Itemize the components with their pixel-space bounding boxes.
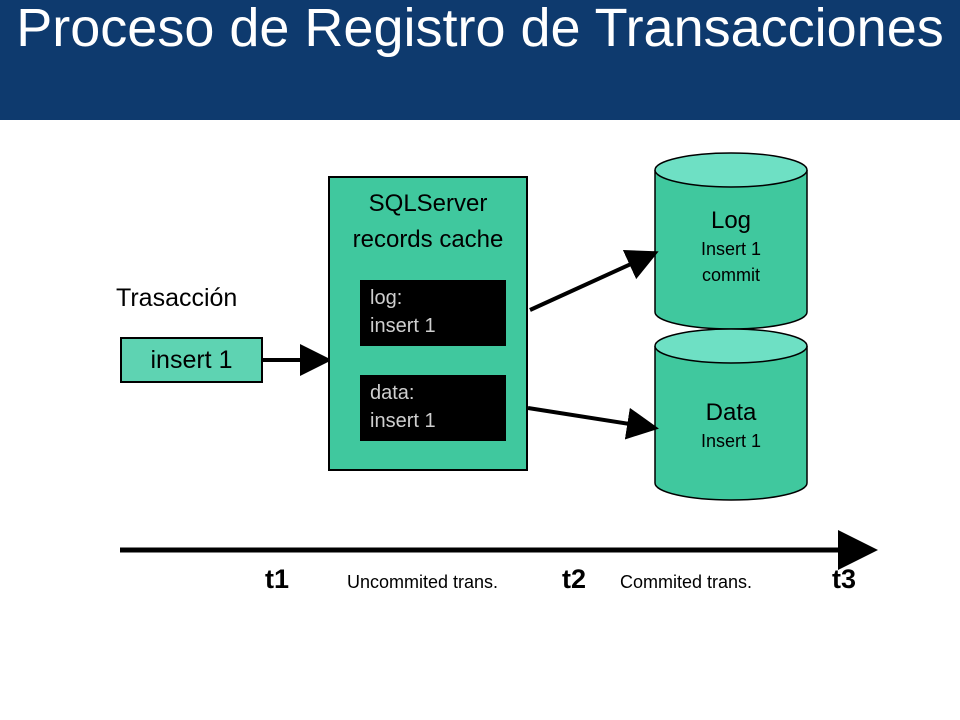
transaction-statement: insert 1 xyxy=(150,346,233,374)
transaction-statement-box: insert 1 xyxy=(120,337,263,383)
arrow-cache-to-log xyxy=(529,250,659,312)
data-cylinder xyxy=(654,328,808,501)
log-store-labels: Log Insert 1 commit xyxy=(655,206,807,288)
data-store-line: Insert 1 xyxy=(700,431,762,451)
log-cylinder xyxy=(654,152,808,330)
sqlserver-records-cache: SQLServer records cache log: insert 1 da… xyxy=(328,176,528,471)
transaction-label: Trasacción xyxy=(116,284,238,312)
cache-data-line1: data: xyxy=(370,382,415,404)
data-store-labels: Data Insert 1 xyxy=(655,398,807,454)
cache-data-line2: insert 1 xyxy=(370,410,436,432)
log-store-line: commit xyxy=(702,265,760,285)
sqlserver-title-line1: SQLServer xyxy=(368,190,488,217)
cache-log-line2: insert 1 xyxy=(370,315,436,337)
title-bar: Proceso de Registro de Transacciones xyxy=(0,0,960,120)
sqlserver-title: SQLServer records cache xyxy=(330,186,526,258)
time-t3: t3 xyxy=(832,564,857,594)
time-t2: t2 xyxy=(562,564,587,594)
log-store-title: Log xyxy=(710,207,752,234)
arrow-cache-to-data xyxy=(527,406,659,440)
data-store-title: Data xyxy=(705,399,757,426)
cache-data-entry: data: insert 1 xyxy=(360,375,506,441)
log-store-line: Insert 1 xyxy=(700,239,762,259)
sqlserver-title-line2: records cache xyxy=(352,226,504,253)
phase-committed: Commited trans. xyxy=(620,572,753,592)
cache-log-entry: log: insert 1 xyxy=(360,280,506,346)
cache-log-line1: log: xyxy=(370,287,403,309)
time-t1: t1 xyxy=(265,564,290,594)
phase-uncommitted: Uncommited trans. xyxy=(347,572,499,592)
page-title: Proceso de Registro de Transacciones xyxy=(0,0,960,61)
title-line: Proceso de Registro de Transacciones xyxy=(16,0,944,58)
